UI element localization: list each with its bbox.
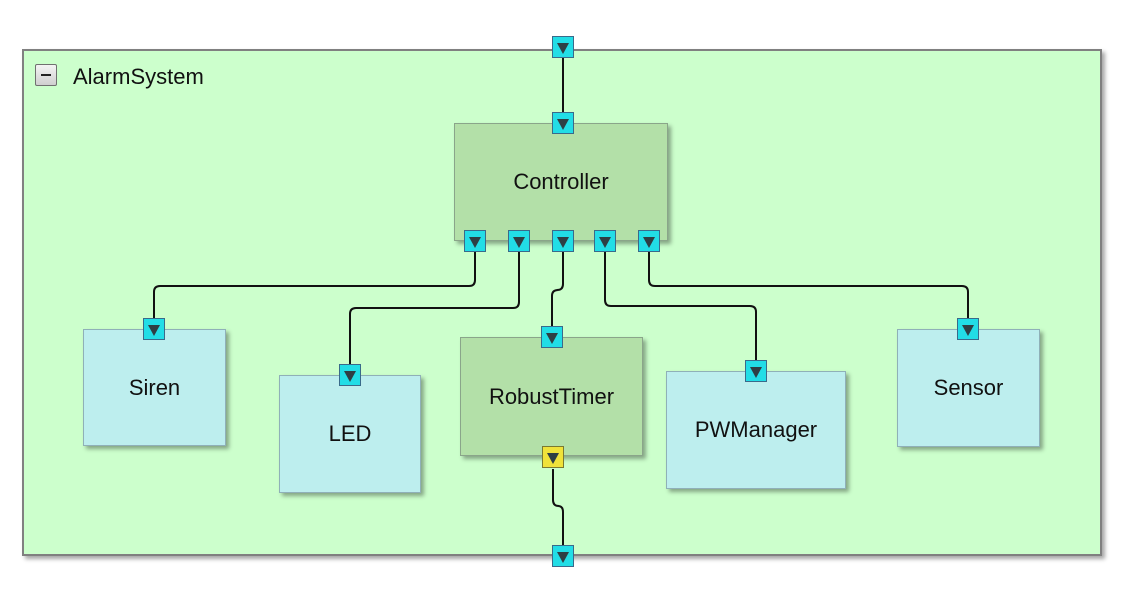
system-output-port[interactable] (552, 545, 574, 567)
container-title: AlarmSystem (73, 64, 204, 89)
robust-timer-input-port[interactable] (541, 326, 563, 348)
controller-output-port-5[interactable] (638, 230, 660, 252)
controller-block[interactable]: Controller (454, 123, 668, 241)
wire-controller-to-sensor (648, 252, 969, 319)
wire-controller-to-led (349, 252, 520, 366)
robust-timer-block[interactable]: RobustTimer (460, 337, 643, 456)
led-block[interactable]: LED (279, 375, 421, 493)
controller-output-port-3[interactable] (552, 230, 574, 252)
sensor-block[interactable]: Sensor (897, 329, 1040, 447)
wire-robusttimer-to-output (552, 469, 564, 545)
siren-input-port[interactable] (143, 318, 165, 340)
wire-controller-to-robusttimer (551, 252, 564, 326)
system-input-port[interactable] (552, 36, 574, 58)
controller-output-port-1[interactable] (464, 230, 486, 252)
controller-output-port-2[interactable] (508, 230, 530, 252)
led-input-port[interactable] (339, 364, 361, 386)
pw-manager-input-port[interactable] (745, 360, 767, 382)
wire-controller-to-siren (153, 252, 476, 319)
siren-block[interactable]: Siren (83, 329, 226, 446)
collapse-icon[interactable] (35, 64, 57, 86)
sensor-input-port[interactable] (957, 318, 979, 340)
controller-input-port[interactable] (552, 112, 574, 134)
pw-manager-block[interactable]: PWManager (666, 371, 846, 489)
controller-output-port-4[interactable] (594, 230, 616, 252)
robust-timer-output-port[interactable] (542, 446, 564, 468)
wire-controller-to-pwmanager (604, 252, 757, 361)
